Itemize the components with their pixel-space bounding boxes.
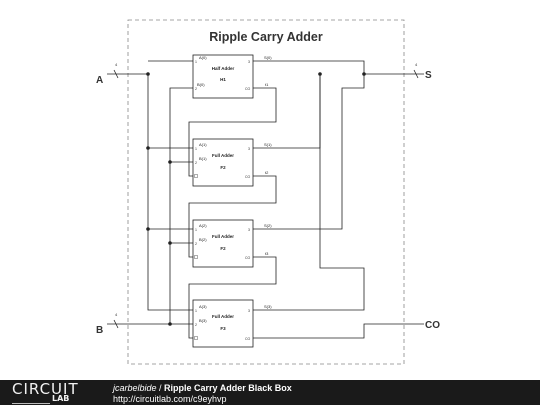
wire-label-a1: A(1) — [199, 142, 207, 147]
pin-number: 1 — [195, 228, 197, 232]
wire-label-s3: S(3) — [264, 304, 272, 309]
bus-width-s: 4 — [415, 62, 418, 67]
wire-label-s1: S(1) — [264, 142, 272, 147]
pin-number: 3 — [248, 309, 250, 313]
pin-number: 2 — [195, 161, 197, 165]
black-box-outline — [127, 19, 405, 365]
wires — [107, 60, 424, 339]
circuit-title: Ripple Carry Adder Black Box — [164, 383, 292, 393]
logo-text-top: CIRCUIT — [12, 380, 79, 398]
bus-width-b: 4 — [115, 312, 118, 317]
block-ref: H1 — [220, 77, 226, 82]
port-a-label: A — [96, 75, 103, 86]
bus-width-a: 4 — [115, 62, 118, 67]
pin-number: 2 — [195, 242, 197, 246]
footer-attribution: jcarbelbide / Ripple Carry Adder Black B… — [113, 383, 292, 393]
carry-in-pin — [194, 336, 198, 340]
circuitlab-logo[interactable]: CIRCUIT LAB — [12, 380, 92, 404]
pin-number: 2 — [195, 323, 197, 327]
circuit-url-link[interactable]: http://circuitlab.com/c9eyhvp — [113, 394, 227, 404]
port-co-label: CO — [425, 320, 440, 331]
full-adder-block-3[interactable]: Full Adder F3 1 2 3 CO — [192, 299, 254, 348]
full-adder-block-2[interactable]: Full Adder F2 1 2 3 CO — [192, 219, 254, 268]
half-adder-block[interactable]: Half Adder H1 1 2 3 CO — [192, 54, 254, 99]
pin-co: CO — [245, 337, 251, 341]
wire-label-a0: A(0) — [199, 55, 207, 60]
logo-wave-icon — [12, 398, 50, 404]
block-type: Full Adder — [212, 153, 234, 158]
port-b-label: B — [96, 325, 103, 336]
port-s-label: S — [425, 70, 432, 81]
block-ref: F3 — [220, 326, 226, 331]
pin-co: CO — [245, 87, 251, 91]
pin-number: 3 — [248, 228, 250, 232]
wire-label-b2: B(2) — [199, 237, 207, 242]
full-adder-block-1[interactable]: Full Adder F2 1 2 3 CO — [192, 138, 254, 187]
logo-text-bottom: LAB — [52, 394, 70, 403]
footer-bar: CIRCUIT LAB jcarbelbide / Ripple Carry A… — [0, 380, 540, 405]
block-type: Full Adder — [212, 314, 234, 319]
author-link[interactable]: jcarbelbide — [113, 383, 157, 393]
wire-label-b1: B(1) — [199, 156, 207, 161]
pin-co: CO — [245, 256, 251, 260]
block-type: Full Adder — [212, 234, 234, 239]
block-ref: F2 — [220, 246, 226, 251]
pin-co: CO — [245, 175, 251, 179]
block-ref: F2 — [220, 165, 226, 170]
wire-label-b0: B(0) — [197, 82, 205, 87]
wire-label-b3: B(3) — [199, 318, 207, 323]
junctions — [146, 72, 366, 326]
wire-label-t2: t2 — [265, 170, 269, 175]
attribution-separator: / — [156, 383, 165, 393]
block-type: Half Adder — [212, 66, 235, 71]
pin-number: 3 — [248, 60, 250, 64]
wire-label-t3: t3 — [265, 251, 269, 256]
carry-in-pin — [194, 255, 198, 259]
wire-label-s2: S(2) — [264, 223, 272, 228]
pin-number: 2 — [195, 87, 197, 91]
wire-label-t1: t1 — [265, 82, 269, 87]
wire-label-a3: A(3) — [199, 304, 207, 309]
wire-label-s0: S(0) — [264, 55, 272, 60]
pin-number: 1 — [195, 147, 197, 151]
pin-number: 1 — [195, 309, 197, 313]
pin-number: 3 — [248, 147, 250, 151]
schematic-canvas: Ripple Carry Adder — [96, 19, 441, 365]
diagram-title: Ripple Carry Adder — [209, 30, 323, 44]
carry-in-pin — [194, 174, 198, 178]
pin-number: 1 — [195, 60, 197, 64]
wire-label-a2: A(2) — [199, 223, 207, 228]
bus-markers — [113, 69, 419, 329]
